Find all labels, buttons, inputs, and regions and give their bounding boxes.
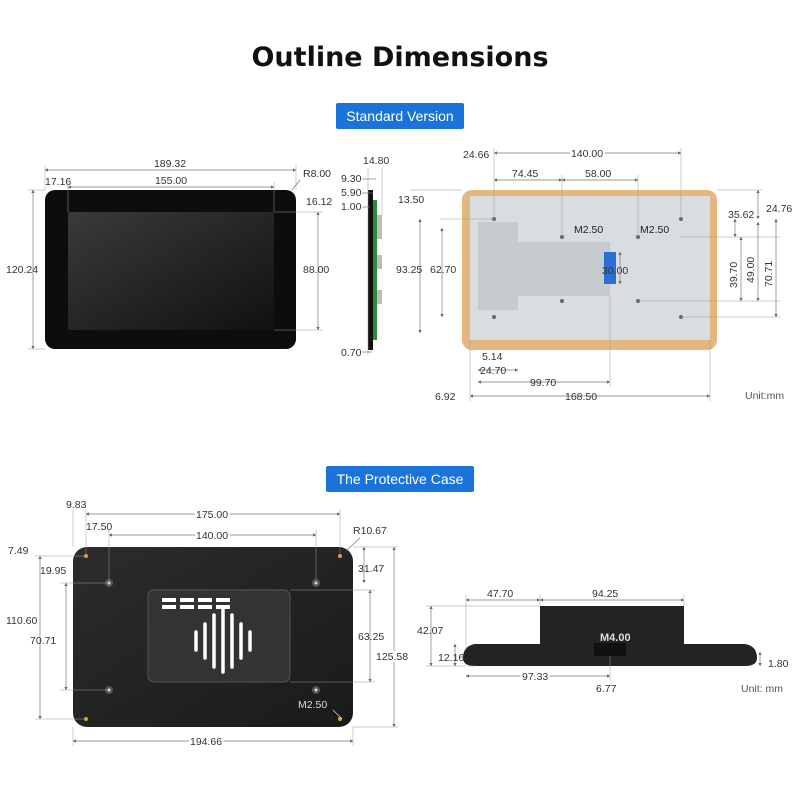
front-total-height: 120.24 (6, 264, 38, 276)
case-d1216: 12.16 (438, 652, 464, 664)
case-d677: 6.77 (596, 683, 617, 695)
case-d12558: 125.58 (376, 651, 408, 663)
back-top-offset: 13.50 (398, 194, 424, 206)
front-total-width: 189.32 (154, 158, 186, 170)
page-title: Outline Dimensions (251, 42, 549, 73)
front-corner-radius: R8.00 (303, 168, 331, 180)
back-d39: 39.70 (728, 262, 740, 288)
back-m25-b: M2.50 (640, 224, 669, 236)
back-d30: 30.00 (602, 265, 628, 277)
back-d93: 93.25 (396, 264, 422, 276)
case-d7071: 70.71 (30, 635, 56, 647)
side-depth-total: 14.80 (363, 155, 389, 167)
standard-front-view: 189.32 155.00 17.16 R8.00 16.12 120.24 8… (6, 158, 332, 350)
case-d11060: 110.60 (6, 615, 37, 627)
case-d1750: 17.50 (86, 521, 112, 533)
front-display (68, 212, 274, 330)
back-d35: 35.62 (728, 209, 754, 221)
case-d9733: 97.33 (522, 671, 548, 683)
back-d692: 6.92 (435, 391, 456, 403)
side-d2: 5.90 (341, 187, 362, 199)
case-m400: M4.00 (600, 632, 631, 644)
case-d6325: 63.25 (358, 631, 384, 643)
side-d4: 0.70 (341, 347, 362, 359)
standard-back-view: 140.00 24.66 74.45 58.00 13.50 M2.50 M2.… (396, 146, 792, 403)
back-d74: 74.45 (512, 168, 538, 180)
case-side-view: M4.00 47.70 94.25 42.07 12.16 1.80 97.33… (417, 588, 789, 695)
standard-side-view: 14.80 9.30 5.90 1.00 0.70 (341, 155, 389, 359)
side-d3: 1.00 (341, 201, 362, 213)
front-bezel-top: 16.12 (306, 196, 332, 208)
case-d19466: 194.66 (190, 736, 222, 748)
front-bezel-left: 17.16 (45, 176, 71, 188)
case-d9425: 94.25 (592, 588, 618, 600)
back-d58: 58.00 (585, 168, 611, 180)
case-side-body (463, 606, 757, 666)
case-r1067: R10.67 (353, 525, 387, 537)
case-d175: 175.00 (196, 509, 228, 521)
case-d180: 1.80 (768, 658, 789, 670)
back-offset-left: 24.66 (463, 149, 489, 161)
back-m25-a: M2.50 (574, 224, 603, 236)
back-d16850: 168.50 (565, 391, 597, 403)
back-connector (604, 252, 616, 284)
case-back-view: 9.83 175.00 17.50 140.00 R10.67 7.49 19.… (6, 499, 410, 750)
case-d1995: 19.95 (40, 565, 66, 577)
case-d3147: 31.47 (358, 563, 384, 575)
case-d749: 7.49 (8, 545, 29, 557)
front-display-height: 88.00 (303, 264, 329, 276)
back-d70: 70.71 (763, 261, 775, 287)
standard-version-badge: Standard Version (336, 103, 464, 129)
back-d9970: 99.70 (530, 377, 556, 389)
case-unit: Unit: mm (741, 683, 783, 695)
protective-case-badge: The Protective Case (326, 466, 474, 492)
vent-lines (194, 608, 252, 674)
back-d24: 24.76 (766, 203, 792, 215)
back-d514: 5.14 (482, 351, 503, 363)
back-d62: 62.70 (430, 264, 456, 276)
case-d983: 9.83 (66, 499, 87, 511)
standard-unit: Unit:mm (745, 390, 784, 402)
case-m250: M2.50 (298, 699, 327, 711)
front-display-width: 155.00 (155, 175, 187, 187)
side-d1: 9.30 (341, 173, 362, 185)
case-d4207: 42.07 (417, 625, 443, 637)
case-d4770: 47.70 (487, 588, 513, 600)
back-d49: 49.00 (745, 257, 757, 283)
back-hole-span: 140.00 (571, 148, 603, 160)
case-d140: 140.00 (196, 530, 228, 542)
back-d2470: 24.70 (480, 365, 506, 377)
